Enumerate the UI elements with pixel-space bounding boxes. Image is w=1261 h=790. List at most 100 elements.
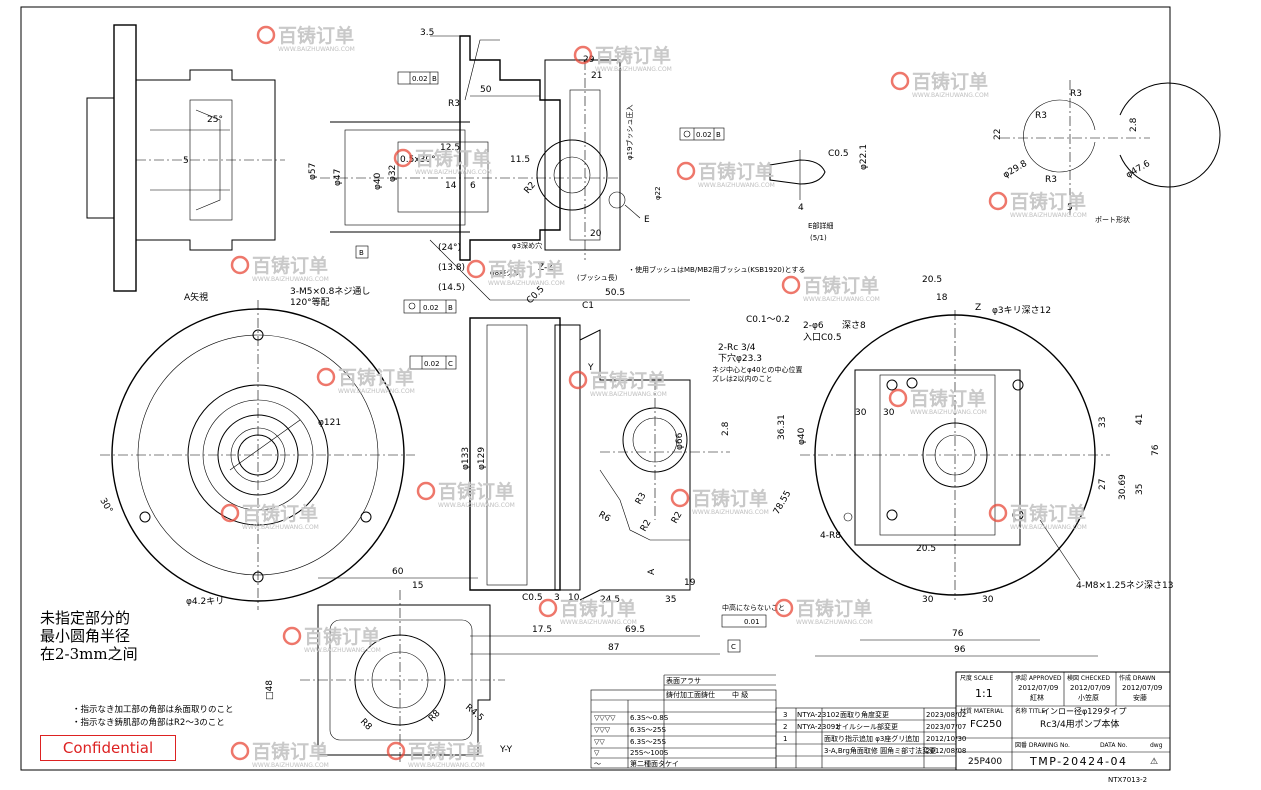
dim-c0-5-a: C0.5: [525, 284, 547, 306]
watermark-text: 百铸订单: [1010, 502, 1086, 525]
approved-date: 2012/07/09: [1018, 684, 1058, 692]
watermark-url: WWW.BAIZHUWANG.COM: [698, 182, 775, 189]
svg-text:面取り角度変更: 面取り角度変更: [840, 710, 889, 719]
svg-text:B: B: [448, 304, 453, 312]
dim-11-5: 11.5: [510, 155, 530, 165]
watermark-text: 百铸订单: [278, 24, 354, 47]
watermark-text: 百铸订单: [488, 258, 564, 281]
svg-text:▽: ▽: [594, 749, 600, 757]
dim-port-r3-b: R3: [1035, 111, 1047, 121]
svg-text:1: 1: [783, 735, 787, 743]
dim-bush: φ19ブッシュ圧入: [625, 104, 634, 160]
watermark-url: WWW.BAIZHUWANG.COM: [595, 66, 672, 73]
watermark-url: WWW.BAIZHUWANG.COM: [338, 388, 415, 395]
watermark-logo-icon: [230, 741, 250, 761]
dim-phi129: φ129: [477, 447, 487, 470]
view-a: 5 25° A矢視: [86, 24, 285, 303]
svg-text:0.02: 0.02: [412, 75, 428, 83]
dim-20-5-bot: 20.5: [916, 544, 936, 554]
watermark-logo-icon: [676, 161, 696, 181]
label-z-right: Z: [975, 303, 981, 313]
label-e: E: [644, 215, 650, 225]
watermark-logo-icon: [256, 25, 276, 45]
watermark-text: 百铸订单: [1010, 190, 1086, 213]
dim-r3-a: R3: [448, 99, 460, 109]
watermark-url: WWW.BAIZHUWANG.COM: [408, 762, 485, 769]
dim-3-5: 3.5: [420, 28, 434, 38]
dim-c0-5-e: C0.5: [828, 149, 849, 159]
svg-text:表面アラサ: 表面アラサ: [666, 676, 701, 685]
title-line-1: インロー径φ129タイプ: [1042, 706, 1127, 716]
dwg-label: dwg: [1150, 742, 1163, 749]
dim-33: 33: [1098, 417, 1108, 428]
svg-text:面取り指示追加 φ3座グリ追加: 面取り指示追加 φ3座グリ追加: [824, 734, 919, 743]
dim-port-r3-c: R3: [1045, 175, 1057, 185]
dim-20-5-top: 20.5: [922, 275, 942, 285]
watermark-url: WWW.BAIZHUWANG.COM: [278, 46, 355, 53]
dim-19: 19: [684, 578, 696, 588]
material-value: FC250: [970, 719, 1002, 730]
dim-96: 96: [954, 645, 966, 655]
data-no-label: DATA No.: [1100, 742, 1127, 749]
svg-text:2012/10/30: 2012/10/30: [926, 735, 966, 743]
dim-2-8-mid: 2.8: [721, 421, 731, 436]
view-yy-label: Y-Y: [499, 745, 513, 755]
dim-30-69: 30.69: [1118, 474, 1128, 500]
watermark-text: 百铸订单: [912, 70, 988, 93]
dim-r2-mid-b: R2: [670, 510, 685, 525]
gdt-frame-3: 0.02 B: [403, 299, 457, 314]
watermark-logo-icon: [888, 388, 908, 408]
dim-c1: C1: [582, 301, 594, 311]
label-y-top: Y: [587, 363, 594, 373]
watermark-text: 百铸订单: [408, 740, 484, 763]
gdt-frame-1: 0.02 B: [397, 71, 439, 85]
dim-phi47: φ47: [333, 169, 343, 186]
dim-20: 20: [590, 229, 602, 239]
dim-phi32: φ32: [388, 165, 398, 182]
dim-rc3-4: 2-Rc 3/4: [718, 343, 756, 353]
svg-text:▽▽▽: ▽▽▽: [594, 726, 611, 734]
flatness-value: 0.01: [744, 618, 760, 626]
drawn-label: 作成 DRAWN: [1119, 674, 1156, 682]
dim-phi40: φ40: [373, 172, 383, 190]
dim-phi22-1: φ22.1: [859, 144, 869, 170]
svg-text:0.02: 0.02: [696, 131, 712, 139]
watermark-url: WWW.BAIZHUWANG.COM: [692, 509, 769, 516]
watermark-logo-icon: [988, 191, 1008, 211]
dim-phi40-right: φ40: [797, 427, 807, 445]
svg-text:B: B: [716, 131, 721, 139]
dim-12-5: 12.5: [440, 143, 460, 153]
dim-chamfer: 0.5x30°: [400, 155, 436, 165]
dim-port-2-8: 2.8: [1129, 117, 1139, 132]
dim-13-8: (13.8): [438, 263, 465, 273]
scale-label: 尺度 SCALE: [960, 674, 993, 682]
chinese-note-line-3: 在2-3mm之间: [40, 645, 138, 663]
watermark-logo-icon: [781, 275, 801, 295]
watermark-logo-icon: [230, 255, 250, 275]
watermark-logo-icon: [282, 626, 302, 646]
dim-phi4-2: φ4.2キリ: [186, 597, 224, 607]
dim-4-m8: 4-M8×1.25ネジ深さ13: [1076, 580, 1174, 591]
svg-text:0.02: 0.02: [423, 304, 439, 312]
svg-text:C: C: [448, 360, 453, 368]
chinese-note-line-2: 最小圆角半径: [40, 627, 131, 645]
dim-27: 27: [1098, 479, 1108, 490]
checked-label: 検図 CHECKED: [1067, 674, 1110, 682]
dim-pilot-hole: 下穴φ23.3: [718, 352, 762, 364]
bush-note: ・使用ブッシュはMB/MB2用ブッシュ(KSB1920)とする: [628, 265, 805, 274]
chinese-note: 未指定部分的 最小圆角半径 在2-3mm之间: [40, 609, 138, 663]
watermark-url: WWW.BAIZHUWANG.COM: [560, 619, 637, 626]
port-shape-label: ポート形状: [1095, 215, 1130, 224]
title-line-2: Rc3/4用ポンプ本体: [1040, 718, 1119, 730]
svg-text:2023/08/02: 2023/08/02: [926, 711, 966, 719]
dim-phi3-hole: φ3深め穴: [512, 241, 542, 250]
svg-text:中 級: 中 級: [732, 690, 748, 699]
dim-bush-len: (ブッシュ長): [577, 273, 618, 282]
dim-76-v: 76: [1151, 444, 1161, 456]
